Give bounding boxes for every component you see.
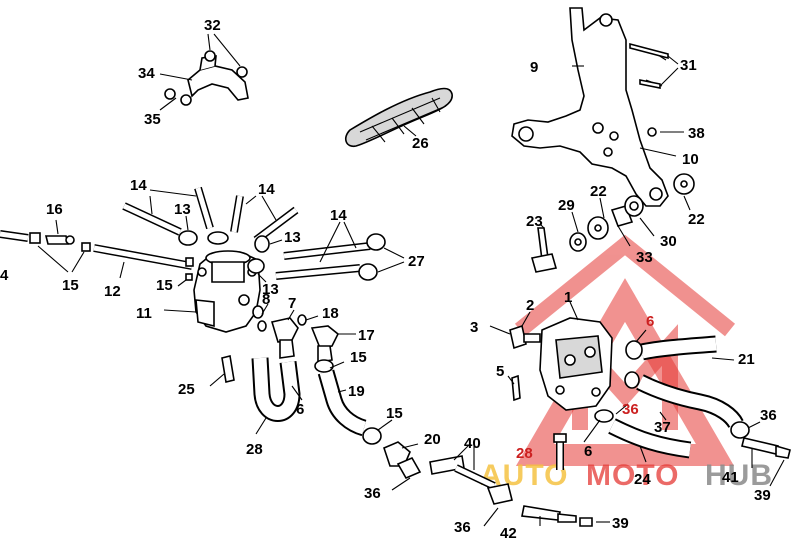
callout-29: 29 bbox=[558, 197, 575, 214]
callout-9: 9 bbox=[530, 59, 538, 76]
callout-36-d: 36 bbox=[760, 407, 777, 424]
callout-11: 11 bbox=[136, 305, 152, 322]
callout-32: 32 bbox=[204, 17, 221, 34]
callout-40: 40 bbox=[464, 435, 481, 452]
callout-17: 17 bbox=[358, 327, 375, 344]
callout-15-c: 15 bbox=[350, 349, 367, 366]
bolt-washer-set bbox=[530, 195, 655, 273]
callout-labels: 32 34 35 26 9 31 38 10 22 22 29 23 30 33… bbox=[0, 17, 777, 539]
callout-39-b: 39 bbox=[754, 487, 771, 504]
callout-38: 38 bbox=[688, 125, 705, 142]
callout-7: 7 bbox=[288, 295, 296, 312]
bracket-assembly-small bbox=[159, 33, 249, 111]
clip-25 bbox=[209, 355, 235, 387]
clamps-13-27 bbox=[178, 215, 405, 283]
callout-27: 27 bbox=[408, 253, 425, 270]
hoses-right bbox=[583, 329, 791, 487]
bracket-9 bbox=[511, 7, 695, 211]
callout-4: 4 bbox=[0, 267, 9, 284]
callout-2: 2 bbox=[526, 297, 534, 314]
callout-28-b: 28 bbox=[516, 445, 533, 462]
left-fittings bbox=[0, 219, 194, 287]
callout-30: 30 bbox=[660, 233, 677, 250]
callout-18: 18 bbox=[322, 305, 339, 322]
callout-39-a: 39 bbox=[612, 515, 629, 532]
elbow-fittings bbox=[252, 303, 356, 363]
watermark-hub: HUB bbox=[705, 459, 773, 492]
callout-24: 24 bbox=[634, 471, 651, 488]
callout-3: 3 bbox=[470, 319, 478, 336]
fuel-pump-1 bbox=[489, 301, 613, 411]
callout-36-a: 36 bbox=[364, 485, 381, 502]
callout-21: 21 bbox=[738, 351, 755, 368]
callout-25: 25 bbox=[178, 381, 195, 398]
callout-22-b: 22 bbox=[688, 211, 705, 228]
callout-41: 41 bbox=[722, 469, 739, 486]
callout-6-b: 6 bbox=[646, 313, 654, 330]
callout-15-d: 15 bbox=[386, 405, 403, 422]
callout-6-c: 6 bbox=[584, 443, 592, 460]
callout-33: 33 bbox=[636, 249, 653, 266]
callout-20: 20 bbox=[424, 431, 441, 448]
callout-15-a: 15 bbox=[62, 277, 79, 294]
callout-12: 12 bbox=[104, 283, 121, 300]
callout-19: 19 bbox=[348, 383, 365, 400]
callout-13-b: 13 bbox=[284, 229, 301, 246]
callout-15-b: 15 bbox=[156, 277, 173, 294]
callout-16: 16 bbox=[46, 201, 63, 218]
callout-1: 1 bbox=[564, 289, 572, 306]
hoses-14 bbox=[122, 186, 371, 280]
callout-10: 10 bbox=[682, 151, 699, 168]
fuel-pump-11 bbox=[163, 250, 261, 333]
hose-28-right bbox=[553, 433, 567, 470]
callout-5: 5 bbox=[496, 363, 504, 380]
callout-26: 26 bbox=[412, 135, 429, 152]
callout-14-c: 14 bbox=[330, 207, 347, 224]
callout-14-b: 14 bbox=[258, 181, 275, 198]
callout-8: 8 bbox=[262, 291, 270, 308]
callout-6-a: 6 bbox=[296, 401, 304, 418]
callout-14-a: 14 bbox=[130, 177, 147, 194]
callout-23: 23 bbox=[526, 213, 543, 230]
callout-34: 34 bbox=[138, 65, 155, 82]
callout-31: 31 bbox=[680, 57, 697, 74]
callout-36-c: 36 bbox=[622, 401, 639, 418]
callout-36-b: 36 bbox=[454, 519, 471, 536]
lower-fittings bbox=[383, 441, 610, 527]
watermark-moto: MOTO bbox=[586, 459, 679, 492]
callout-42: 42 bbox=[500, 525, 517, 539]
callout-13-c: 13 bbox=[262, 281, 279, 298]
callout-22-a: 22 bbox=[590, 183, 607, 200]
callout-35: 35 bbox=[144, 111, 161, 128]
hose-28-19 bbox=[251, 357, 393, 445]
sleeve-26 bbox=[344, 87, 453, 148]
callout-28-a: 28 bbox=[246, 441, 263, 458]
callout-13-a: 13 bbox=[174, 201, 191, 218]
callout-37: 37 bbox=[654, 419, 671, 436]
